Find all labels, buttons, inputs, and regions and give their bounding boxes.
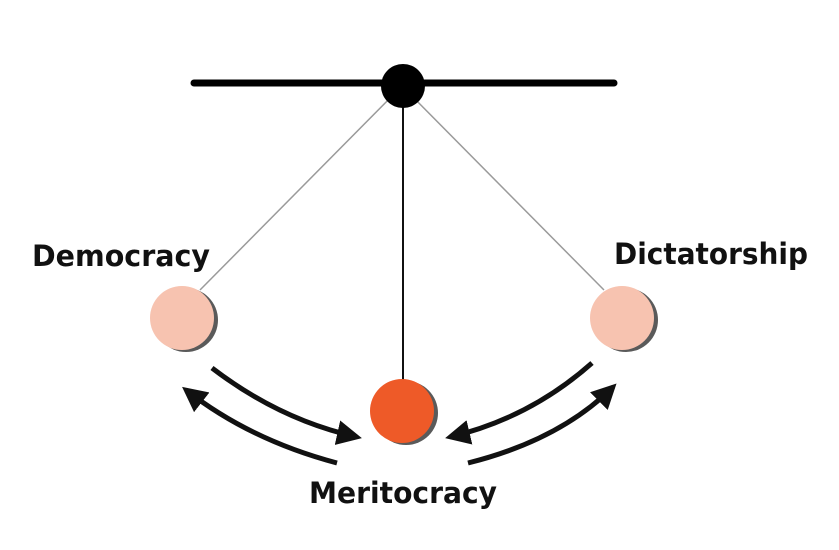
left-arrow-toward-center	[210, 366, 362, 445]
right-arrow-toward-center	[445, 361, 594, 445]
democracy-label: Democracy	[32, 239, 210, 273]
right-arrow-toward-dictatorship	[467, 383, 617, 466]
right-string	[403, 87, 605, 291]
pivot-knob	[381, 64, 425, 108]
left-string	[199, 87, 401, 291]
center-bob	[370, 379, 438, 445]
meritocracy-label: Meritocracy	[309, 476, 497, 510]
left-bob	[150, 286, 218, 352]
right-bob	[590, 286, 658, 352]
left-arrow-toward-democracy	[182, 386, 338, 466]
dictatorship-label: Dictatorship	[614, 237, 808, 271]
